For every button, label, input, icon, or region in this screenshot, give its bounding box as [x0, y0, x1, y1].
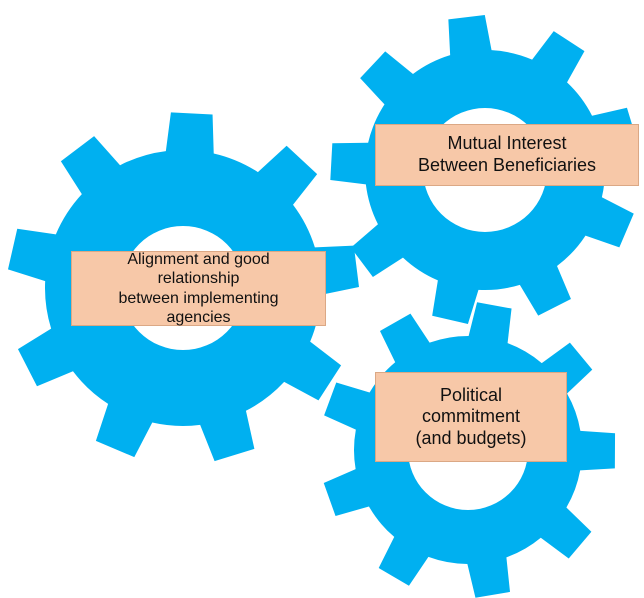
label-mutual-interest-line-1: Mutual Interest	[447, 133, 567, 154]
label-political-commitment-line-2: commitment	[421, 406, 520, 427]
gear-left	[7, 112, 360, 462]
label-alignment-line-3: between implementing	[118, 289, 279, 307]
label-alignment-line-4: agencies	[166, 308, 231, 326]
label-mutual-interest: Mutual Interest Between Beneficiaries	[375, 124, 639, 186]
label-political-commitment-line-1: Political	[439, 384, 502, 405]
label-political-commitment: Political commitment (and budgets)	[375, 372, 567, 462]
label-alignment-line-2: relationship	[157, 270, 240, 288]
gear-top-right	[330, 15, 638, 325]
label-mutual-interest-line-2: Between Beneficiaries	[417, 155, 597, 175]
label-alignment: Alignment and good relationship between …	[71, 251, 326, 326]
label-alignment-line-1: Alignment and good	[127, 251, 270, 269]
label-political-commitment-line-3: (and budgets)	[415, 427, 527, 448]
